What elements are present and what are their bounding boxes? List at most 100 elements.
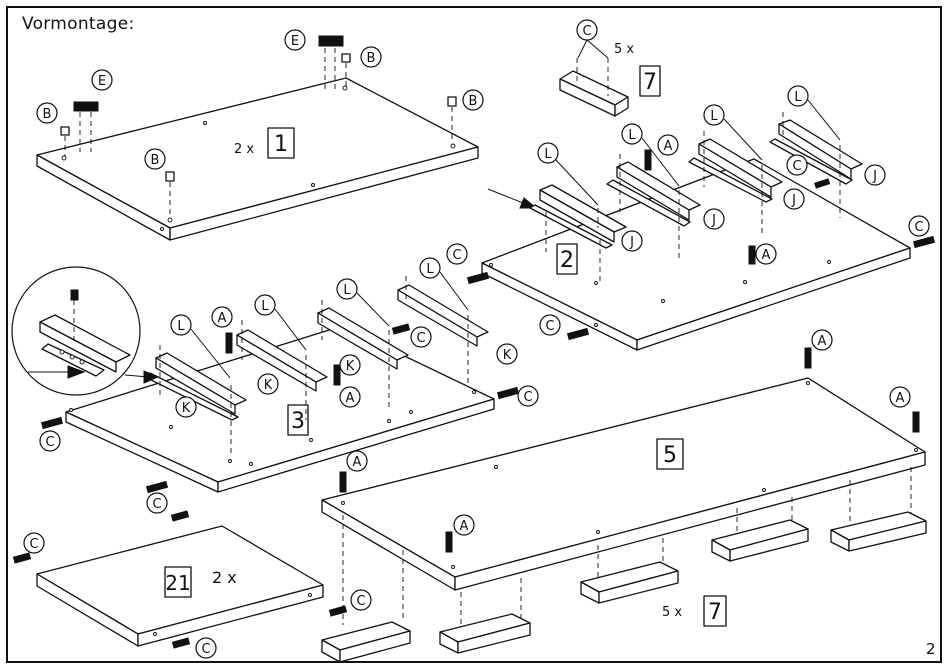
part-quantity: 2 x: [234, 142, 254, 157]
svg-text:A: A: [346, 391, 355, 406]
callout-C: C: [146, 492, 168, 514]
svg-text:C: C: [523, 390, 532, 405]
svg-text:A: A: [460, 519, 469, 534]
svg-text:K: K: [503, 348, 512, 363]
svg-text:C: C: [792, 159, 801, 174]
callout-B: B: [144, 148, 166, 170]
callout-A: A: [811, 329, 833, 351]
svg-text:A: A: [762, 248, 771, 263]
callout-C: C: [23, 532, 45, 554]
callout-K: K: [175, 396, 197, 418]
page-number: 2: [926, 640, 936, 658]
part-number: 21: [165, 571, 190, 595]
callout-C: C: [350, 589, 372, 611]
svg-text:C: C: [201, 642, 210, 657]
callout-J: J: [703, 208, 725, 230]
svg-text:B: B: [43, 107, 52, 122]
callout-C: C: [410, 326, 432, 348]
callout-C: C: [517, 385, 539, 407]
callout-A: A: [346, 450, 368, 472]
callout-A: A: [453, 514, 475, 536]
svg-text:K: K: [264, 378, 273, 393]
part-7-blocks: 7 5 x: [321, 511, 927, 663]
callout-L: L: [621, 123, 643, 145]
callout-A: A: [339, 386, 361, 408]
panel-3: 3: [65, 325, 495, 493]
detail-zoom-circle: [11, 266, 160, 396]
callout-B: B: [462, 89, 484, 111]
callout-C: C: [786, 154, 808, 176]
callout-B: B: [360, 46, 382, 68]
svg-text:C: C: [914, 220, 923, 235]
svg-text:K: K: [182, 401, 191, 416]
callout-A: A: [211, 306, 233, 328]
part-quantity: 2 x: [212, 568, 237, 587]
svg-text:B: B: [151, 153, 160, 168]
callout-A: A: [889, 386, 911, 408]
part-7-top: 7 5 x: [559, 42, 661, 117]
callout-K: K: [496, 343, 518, 365]
callout-C: C: [195, 637, 217, 659]
callout-J: J: [864, 164, 886, 186]
svg-text:J: J: [711, 213, 716, 228]
svg-text:L: L: [426, 262, 434, 277]
svg-text:L: L: [710, 109, 718, 124]
svg-text:C: C: [545, 319, 554, 334]
callout-E: E: [284, 29, 306, 51]
svg-text:C: C: [452, 248, 461, 263]
part-number: 7: [708, 600, 722, 625]
svg-text:C: C: [416, 331, 425, 346]
svg-text:A: A: [218, 311, 227, 326]
svg-text:J: J: [791, 193, 796, 208]
callout-C: C: [39, 430, 61, 452]
svg-text:J: J: [629, 235, 634, 250]
drawing-frame: [6, 6, 942, 663]
svg-text:A: A: [818, 334, 827, 349]
part-number: 1: [274, 132, 288, 157]
svg-text:L: L: [177, 319, 185, 334]
callout-K: K: [339, 354, 361, 376]
svg-text:E: E: [291, 34, 299, 49]
part-quantity: 5 x: [614, 42, 634, 57]
cam-lock-hardware: [60, 35, 457, 216]
part-number: 3: [291, 409, 305, 434]
drawer-rails-panel-2: [466, 112, 936, 341]
callout-L: L: [703, 104, 725, 126]
callout-A: A: [657, 134, 679, 156]
svg-text:K: K: [346, 359, 355, 374]
svg-text:A: A: [353, 455, 362, 470]
callout-C: C: [539, 314, 561, 336]
svg-text:A: A: [896, 391, 905, 406]
callout-C: C: [446, 243, 468, 265]
svg-text:B: B: [367, 51, 376, 66]
svg-text:C: C: [356, 594, 365, 609]
callout-E: E: [91, 69, 113, 91]
svg-text:A: A: [664, 139, 673, 154]
callout-J: J: [621, 230, 643, 252]
part-number: 5: [663, 443, 677, 468]
svg-text:J: J: [872, 169, 877, 184]
svg-text:E: E: [98, 74, 106, 89]
callout-C: C: [908, 215, 930, 237]
callout-L: L: [537, 142, 559, 164]
svg-text:B: B: [469, 94, 478, 109]
callout-L: L: [254, 294, 276, 316]
part-quantity: 5 x: [662, 605, 682, 620]
panel-21: 21 2 x: [12, 510, 348, 649]
callout-C: C: [576, 19, 598, 41]
hardware-callouts: E B E B B B C L L L A L C J J J J A C C …: [23, 19, 930, 659]
svg-text:L: L: [544, 147, 552, 162]
part-number-box: [267, 127, 295, 159]
callout-L: L: [336, 278, 358, 300]
callout-A: A: [755, 243, 777, 265]
svg-text:C: C: [29, 537, 38, 552]
svg-text:C: C: [45, 435, 54, 450]
part-number: 2: [560, 248, 574, 273]
page-title: Vormontage:: [22, 14, 135, 34]
svg-text:L: L: [628, 128, 636, 143]
callout-J: J: [783, 188, 805, 210]
callout-L: L: [787, 85, 809, 107]
drawer-rails-panel-3: [40, 276, 520, 494]
part-number: 7: [643, 70, 657, 95]
